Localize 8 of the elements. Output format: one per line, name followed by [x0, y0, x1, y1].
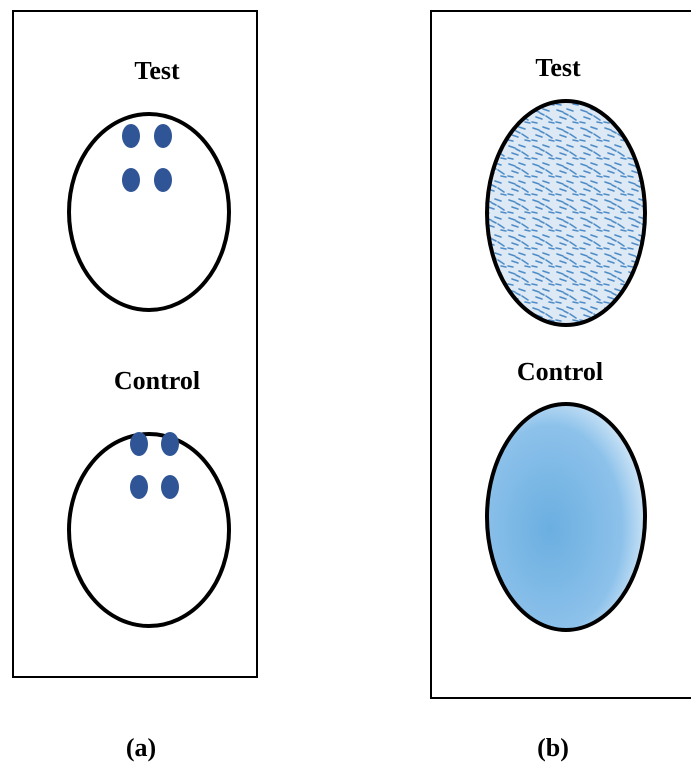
- panel-frame: [430, 10, 691, 699]
- well-label: Control: [114, 366, 200, 396]
- well-label: Control: [516, 357, 604, 387]
- well-label: Test: [134, 56, 180, 86]
- panel-caption: (a): [126, 733, 156, 763]
- panel-caption: (b): [537, 733, 569, 763]
- well-label: Test: [535, 53, 581, 83]
- panel-frame: [12, 10, 258, 678]
